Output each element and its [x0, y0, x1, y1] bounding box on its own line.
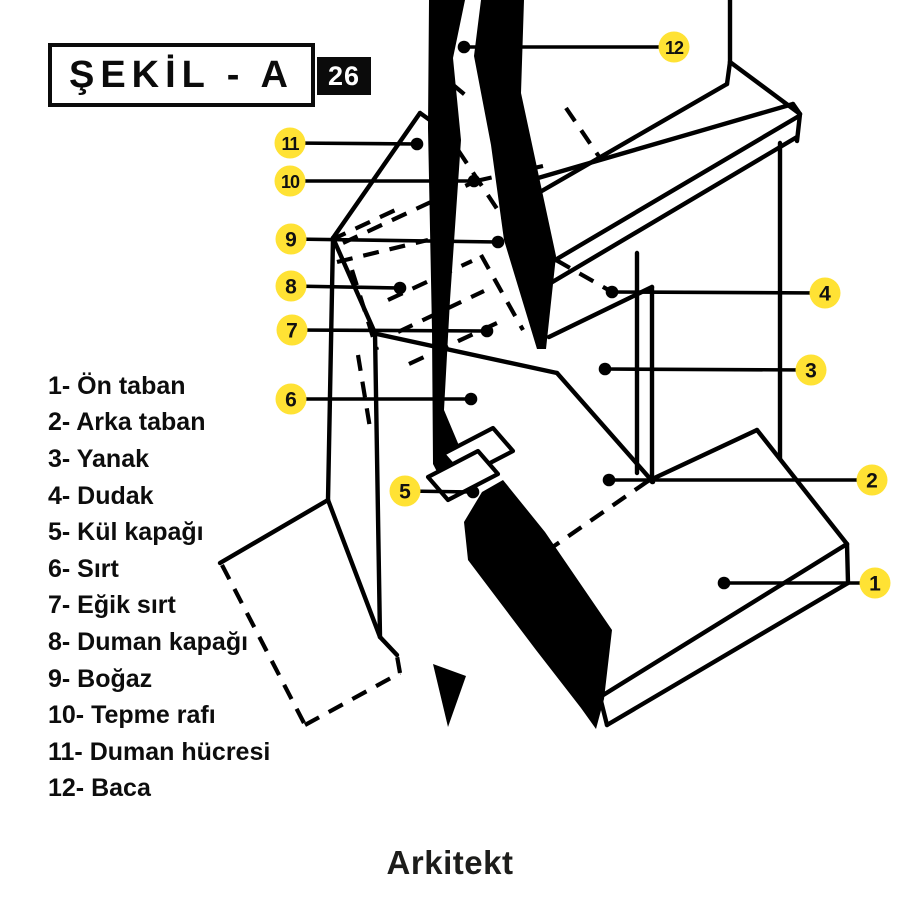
leader-lines [288, 40, 877, 590]
legend-item: 3- Yanak [48, 444, 150, 473]
callout-4: 4 [809, 277, 841, 309]
svg-text:1: 1 [869, 573, 881, 596]
svg-text:2: 2 [866, 470, 878, 493]
callout-2: 2 [856, 464, 888, 496]
svg-text:3: 3 [805, 360, 817, 383]
svg-text:11: 11 [281, 134, 299, 154]
legend-item: 8- Duman kapağı [48, 627, 249, 656]
legend-item: 10- Tepme rafı [48, 701, 216, 730]
callout-10: 10 [274, 165, 306, 197]
svg-text:4: 4 [819, 283, 831, 306]
callout-5: 5 [389, 475, 421, 507]
svg-text:5: 5 [399, 481, 411, 504]
svg-text:8: 8 [285, 276, 297, 299]
legend-item: 5- Kül kapağı [48, 518, 204, 547]
legend-item: 4- Dudak [48, 481, 154, 510]
svg-text:9: 9 [285, 229, 297, 252]
callout-11: 11 [274, 127, 306, 159]
legend-item: 7- Eğik sırt [48, 591, 176, 620]
svg-text:7: 7 [286, 320, 298, 343]
legend-item: 11- Duman hücresi [48, 737, 271, 766]
svg-text:10: 10 [281, 172, 300, 192]
flue-fill [428, 0, 612, 729]
legend-item: 9- Boğaz [48, 664, 153, 693]
callout-6: 6 [275, 383, 307, 415]
legend-item: 1- Ön taban [48, 371, 186, 400]
callout-7: 7 [276, 314, 308, 346]
visible-edges [217, 0, 851, 728]
svg-text:12: 12 [665, 38, 684, 58]
callout-3: 3 [795, 354, 827, 386]
legend: 1- Ön taban 2- Arka taban 3- Yanak 4- Du… [48, 368, 270, 807]
callout-12: 12 [658, 31, 690, 63]
callout-1: 1 [859, 567, 891, 599]
figure-number-badge: 26 [317, 57, 371, 95]
legend-item: 2- Arka taban [48, 408, 206, 437]
brand-logo: Arkitekt [386, 844, 514, 881]
svg-text:6: 6 [285, 389, 297, 412]
legend-item: 6- Sırt [48, 554, 119, 583]
figure-title-box: ŞEKİL - A [48, 43, 315, 107]
callout-8: 8 [275, 270, 307, 302]
callout-9: 9 [275, 223, 307, 255]
legend-item: 12- Baca [48, 774, 151, 803]
figure-title: ŞEKİL - A [68, 53, 295, 96]
